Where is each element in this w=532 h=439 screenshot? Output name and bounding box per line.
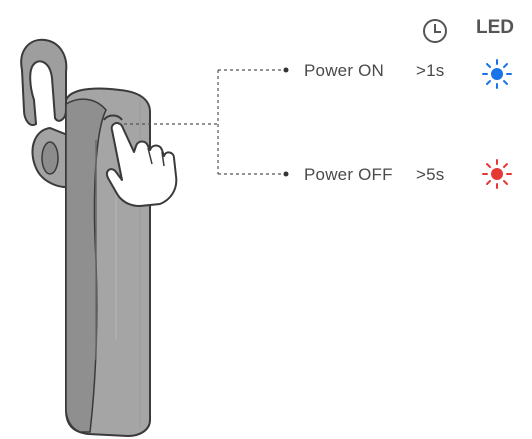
- power-on-duration: >1s: [416, 61, 445, 80]
- connector-lines: [118, 69, 284, 175]
- ear-hook: [20, 38, 68, 126]
- connector-dot-off: [283, 171, 289, 177]
- connector-dot-on: [283, 67, 289, 73]
- power-off-duration: >5s: [416, 165, 445, 184]
- pressing-hand-icon: [106, 122, 178, 207]
- power-off-label: Power OFF: [304, 165, 393, 184]
- red-led-icon: [482, 159, 512, 189]
- clock-icon: [423, 19, 447, 43]
- power-button: [103, 114, 123, 121]
- led-header: LED: [476, 17, 514, 38]
- power-on-label: Power ON: [304, 61, 385, 80]
- headset-body: [65, 87, 151, 438]
- blue-led-icon: [482, 59, 512, 89]
